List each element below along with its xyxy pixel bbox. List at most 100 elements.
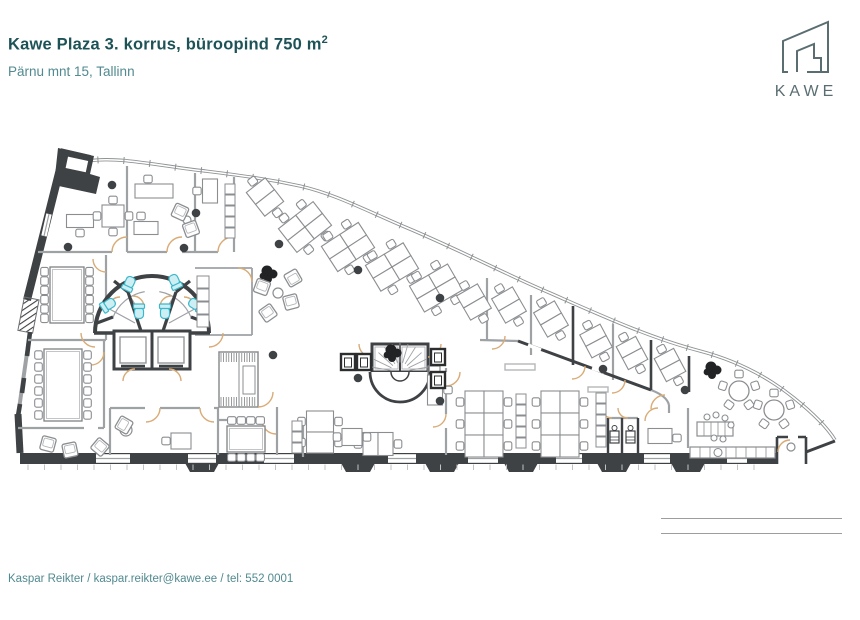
lounge-chair — [258, 303, 278, 323]
lounge-chair — [114, 415, 134, 435]
column — [63, 242, 73, 252]
chair — [494, 283, 505, 294]
tip-wall — [805, 439, 836, 454]
divider-top-bar — [504, 363, 536, 371]
wc-cistern — [627, 425, 634, 431]
column — [353, 265, 363, 275]
desk — [65, 213, 95, 229]
bottom-windows — [96, 454, 747, 463]
single-desk — [192, 178, 219, 204]
chair — [411, 270, 422, 282]
furniture-layer — [34, 174, 796, 462]
chair — [85, 304, 94, 314]
kawe-logo: KAWE — [774, 20, 838, 101]
shelf-unit — [595, 392, 607, 448]
lounge-chair — [90, 437, 110, 457]
armchair-black — [339, 352, 357, 372]
kawe-logo-text: KAWE — [774, 83, 838, 100]
cabin-front — [479, 338, 519, 343]
kawe-logo-icon — [782, 20, 829, 73]
chair — [531, 397, 541, 407]
chair — [579, 441, 589, 451]
chair — [769, 388, 779, 398]
desk — [464, 412, 485, 436]
desk — [497, 298, 528, 324]
wardrobe-cabinet — [242, 365, 256, 395]
contact-info: Kaspar Reikter / kaspar.reikter@kawe.ee … — [8, 573, 294, 585]
chair — [455, 441, 465, 451]
desk — [462, 295, 493, 321]
chair — [143, 174, 153, 184]
desk-cluster — [455, 280, 493, 324]
chair — [246, 416, 256, 425]
chair — [255, 416, 265, 425]
desk — [305, 410, 335, 433]
stool — [719, 435, 727, 443]
toilet — [98, 297, 116, 314]
shaft-niche — [63, 155, 90, 174]
window-mullion-ticks — [97, 156, 825, 426]
chair — [85, 285, 94, 296]
cafe-wc-walls — [775, 435, 808, 464]
lounge-chair — [283, 268, 303, 288]
chair — [366, 250, 378, 261]
chair — [34, 362, 43, 372]
round-table — [717, 369, 761, 411]
column — [179, 243, 189, 253]
stool — [727, 421, 735, 429]
chair — [40, 313, 49, 324]
chair — [513, 316, 524, 327]
chair — [40, 294, 49, 305]
chair — [785, 399, 796, 410]
chair — [579, 419, 589, 429]
pillar — [425, 463, 459, 472]
chair — [599, 351, 610, 363]
chair — [531, 419, 541, 429]
chair — [635, 363, 646, 375]
column — [191, 208, 201, 218]
shelf-unit — [515, 393, 527, 449]
desk — [540, 390, 561, 414]
hatched-wall-segment — [17, 296, 40, 334]
lounge-chair — [181, 219, 201, 239]
desk — [464, 390, 485, 414]
desk-cluster — [455, 390, 513, 458]
divider-top-bar — [587, 386, 609, 393]
signature-line — [661, 518, 842, 519]
chair — [455, 419, 465, 429]
stair-core — [390, 371, 410, 382]
lounge-chair — [252, 277, 272, 297]
toilet — [132, 303, 146, 320]
chair — [278, 212, 290, 224]
single-desk — [161, 432, 192, 450]
facade-ticks — [27, 464, 755, 470]
coffee-table — [272, 287, 284, 299]
stool — [703, 413, 711, 421]
desk — [305, 431, 335, 454]
shelf-unit — [224, 183, 236, 239]
desk — [377, 431, 394, 457]
desk — [483, 390, 504, 414]
chair — [236, 453, 247, 462]
round-table — [752, 388, 796, 430]
chair — [83, 398, 92, 408]
single-desk — [134, 174, 174, 199]
column — [353, 373, 363, 383]
chair — [536, 297, 547, 308]
chair — [393, 439, 403, 449]
desk — [559, 390, 580, 414]
desk-cluster — [277, 199, 333, 255]
wc-cell-walls — [606, 418, 640, 462]
toilet — [168, 273, 184, 291]
desk-cluster — [490, 283, 528, 327]
stair-flight — [401, 346, 426, 370]
desk-cluster — [353, 431, 403, 457]
stall-fronts — [111, 291, 193, 319]
chair — [459, 280, 470, 291]
pillar — [504, 463, 538, 472]
lounge-walls — [108, 406, 218, 455]
desk-cluster — [532, 297, 570, 341]
single-desk — [133, 211, 159, 236]
chair — [555, 330, 566, 341]
chair — [503, 441, 513, 451]
